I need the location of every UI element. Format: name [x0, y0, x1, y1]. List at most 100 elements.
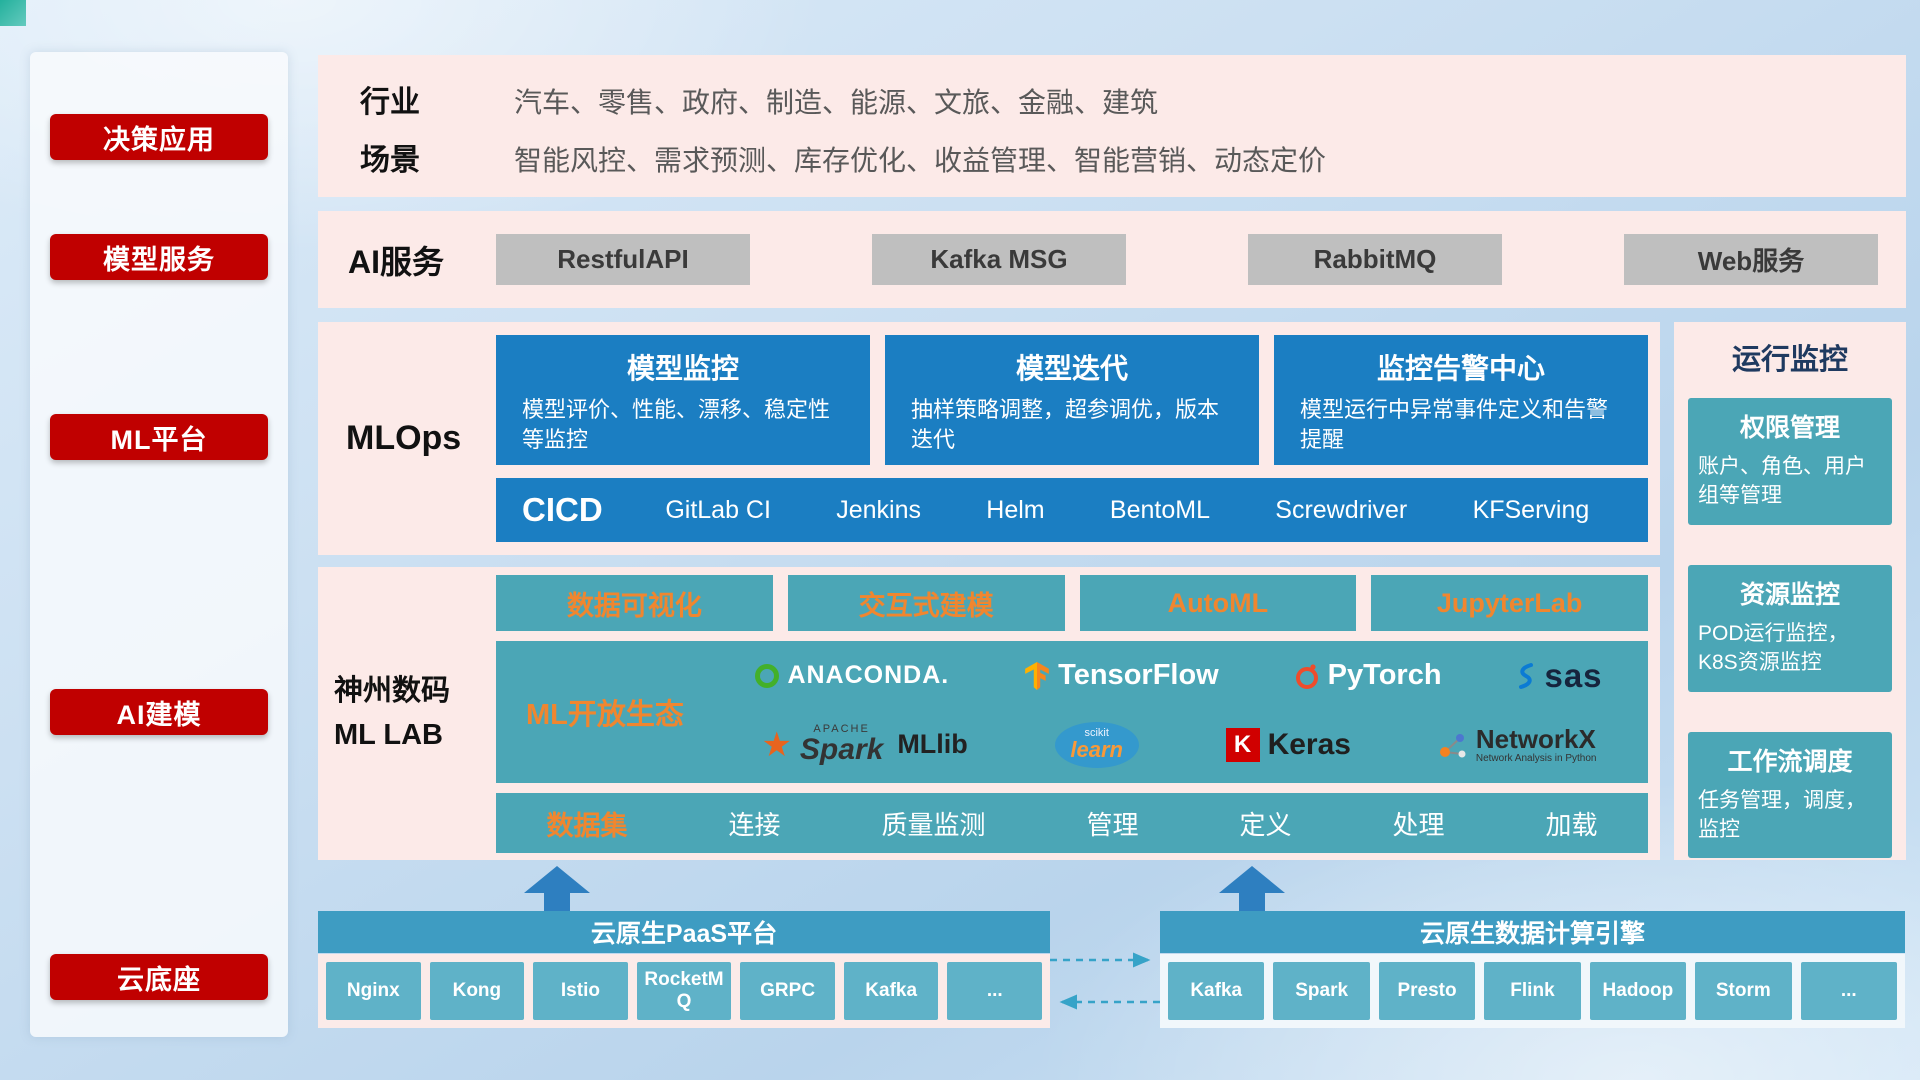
networkx-logo: NetworkX Network Analysis in Python [1438, 723, 1597, 765]
kafka-msg-box: Kafka MSG [872, 234, 1126, 285]
hadoop-box: Hadoop [1589, 962, 1687, 1020]
scikit-text: scikit [1084, 727, 1109, 739]
permission-management-card: 权限管理 账户、角色、用户组等管理 [1688, 398, 1892, 525]
storm-box: Storm [1695, 962, 1792, 1020]
anaconda-logo: ANACONDA. [755, 661, 949, 690]
engine-components: Kafka Spark Presto Flink Hadoop Storm ..… [1168, 962, 1897, 1020]
corner-accent [0, 0, 26, 26]
arrow-head [524, 866, 590, 893]
card-desc: 抽样策略调整，超参调优，版本迭代 [911, 397, 1220, 452]
sidebar-item-decision-apps: 决策应用 [50, 114, 268, 160]
card-title: 模型监控 [626, 353, 739, 384]
kafka-box: Kafka [1168, 962, 1265, 1020]
keras-text: Keras [1267, 727, 1351, 761]
scenario-list: 智能风控、需求预测、库存优化、收益管理、智能营销、动态定价 [514, 145, 1327, 176]
ml-lab-tools: 数据可视化 交互式建模 AutoML JupyterLab [496, 575, 1648, 631]
learn-text: learn [1070, 737, 1123, 762]
dataset-item-define: 定义 [1239, 809, 1292, 840]
sas-icon [1519, 662, 1534, 689]
presto-box: Presto [1378, 962, 1476, 1020]
dataset-label: 数据集 [546, 810, 628, 841]
ai-service-label: AI服务 [348, 243, 445, 280]
keras-logo: K Keras [1225, 727, 1351, 762]
paas-components: Nginx Kong Istio RocketMQ GRPC Kafka ... [326, 962, 1043, 1020]
ml-open-ecosystem-box: ML开放生态 ANACONDA. TensorFlow [496, 641, 1648, 783]
card-desc: 模型运行中异常事件定义和告警提醒 [1300, 397, 1609, 452]
industry-scenario-panel: 行业 汽车、零售、政府、制造、能源、文旅、金融、建筑 场景 智能风控、需求预测、… [318, 55, 1906, 197]
logo-row-2: ★ APACHE Spark MLlib scikit learn [718, 721, 1640, 768]
workflow-scheduling-card: 工作流调度 任务管理，调度，监控 [1688, 731, 1892, 859]
up-arrow-icon [524, 866, 590, 911]
cicd-tools: GitLab CI Jenkins Helm BentoML Screwdriv… [633, 496, 1622, 525]
cicd-tool-kfserving: KFServing [1472, 495, 1590, 524]
industry-row: 行业 汽车、零售、政府、制造、能源、文旅、金融、建筑 [360, 77, 1158, 121]
anaconda-icon [755, 663, 780, 688]
runtime-monitor-panel: 运行监控 权限管理 账户、角色、用户组等管理 资源监控 POD运行监控，K8S资… [1674, 322, 1906, 860]
rabbitmq-box: RabbitMQ [1248, 234, 1502, 285]
apache-text: APACHE [813, 723, 870, 735]
dataset-item-quality: 质量监测 [881, 809, 986, 840]
spark-name: Spark [799, 733, 884, 766]
sas-text: sas [1544, 656, 1603, 694]
pytorch-text: PyTorch [1327, 659, 1442, 691]
istio-box: Istio [533, 962, 628, 1020]
cicd-tool-screwdriver: Screwdriver [1275, 495, 1408, 524]
pytorch-icon [1295, 663, 1318, 689]
scikit-learn-icon: scikit learn [1054, 721, 1139, 768]
mllib-text: MLlib [897, 729, 968, 759]
tensorflow-text: TensorFlow [1058, 659, 1219, 691]
card-desc: 账户、角色、用户组等管理 [1698, 455, 1866, 508]
rocketmq-box: RocketMQ [636, 962, 732, 1020]
mlops-label: MLOps [346, 419, 462, 457]
dataset-item-process: 处理 [1392, 809, 1445, 840]
logo-row-1: ANACONDA. TensorFlow [718, 657, 1640, 695]
ml-lab-label: 神州数码 ML LAB [334, 567, 450, 860]
spark-text: APACHE Spark [800, 724, 883, 765]
tensorflow-icon [1025, 661, 1050, 690]
spark-mllib-logo: ★ APACHE Spark MLlib [761, 724, 967, 765]
anaconda-text: ANACONDA. [787, 661, 950, 689]
cicd-tool-jenkins: Jenkins [836, 495, 921, 524]
ml-open-ecosystem-label: ML开放生态 [526, 699, 684, 731]
paas-platform-bar: 云原生PaaS平台 [318, 911, 1050, 953]
networkx-name: NetworkX [1475, 723, 1596, 754]
automl-box: AutoML [1079, 575, 1357, 631]
jupyterlab-box: JupyterLab [1371, 575, 1648, 631]
mlops-panel: MLOps 模型监控 模型评价、性能、漂移、稳定性等监控 模型迭代 抽样策略调整… [318, 322, 1660, 555]
restfulapi-box: RestfulAPI [496, 234, 750, 285]
scikit-learn-logo: scikit learn [1054, 721, 1139, 768]
more-box: ... [947, 962, 1043, 1020]
flink-box: Flink [1484, 962, 1581, 1020]
card-desc: 任务管理，调度，监控 [1698, 788, 1866, 841]
networkx-subtitle: Network Analysis in Python [1475, 753, 1597, 765]
networkx-icon [1439, 733, 1466, 757]
ml-lab-panel: 神州数码 ML LAB 数据可视化 交互式建模 AutoML JupyterLa… [318, 567, 1660, 860]
up-arrow-icon [1219, 866, 1285, 911]
ai-service-buttons: RestfulAPI Kafka MSG RabbitMQ Web服务 [496, 234, 1878, 285]
arrow-head [1219, 866, 1285, 893]
dataset-item-load: 加载 [1545, 809, 1598, 840]
cicd-title: CICD [522, 491, 603, 528]
sidebar-item-ml-platform: ML平台 [50, 414, 268, 460]
spark-box: Spark [1273, 962, 1370, 1020]
ecosystem-logos: ANACONDA. TensorFlow [718, 643, 1640, 781]
model-monitoring-card: 模型监控 模型评价、性能、漂移、稳定性等监控 [496, 335, 870, 465]
dataflow-arrows [1050, 952, 1160, 1010]
sidebar-item-cloud-base: 云底座 [50, 954, 268, 1000]
ai-service-panel: AI服务 RestfulAPI Kafka MSG RabbitMQ Web服务 [318, 211, 1906, 308]
cicd-tool-gitlab-ci: GitLab CI [665, 495, 771, 524]
alert-center-card: 监控告警中心 模型运行中异常事件定义和告警提醒 [1274, 335, 1648, 465]
kafka-box: Kafka [843, 962, 939, 1020]
tensorflow-logo: TensorFlow [1024, 659, 1219, 692]
nginx-box: Nginx [326, 962, 421, 1020]
ml-lab-label-line1: 神州数码 [334, 675, 451, 707]
sas-logo: sas [1516, 657, 1602, 695]
sidebar-item-ai-modeling: AI建模 [50, 689, 268, 735]
scenario-row: 场景 智能风控、需求预测、库存优化、收益管理、智能营销、动态定价 [360, 135, 1326, 179]
arrow-stem [1239, 893, 1265, 911]
dataset-item-connect: 连接 [728, 809, 781, 840]
data-compute-engine-bar: 云原生数据计算引擎 [1160, 911, 1905, 953]
card-title: 监控告警中心 [1376, 353, 1545, 384]
runtime-monitor-title: 运行监控 [1731, 344, 1848, 376]
cicd-tool-helm: Helm [986, 495, 1045, 524]
